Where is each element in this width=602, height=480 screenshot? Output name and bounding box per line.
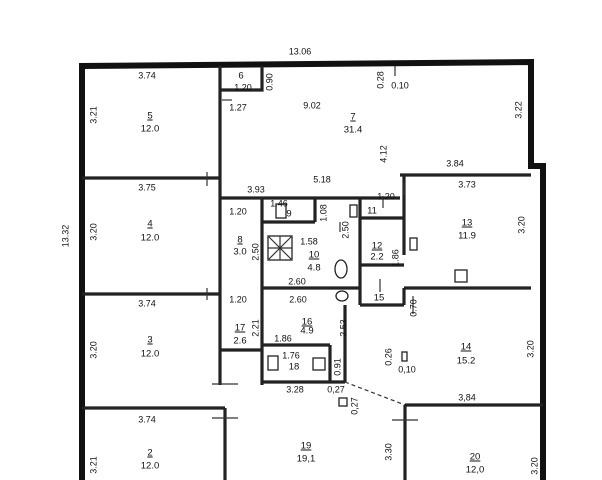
dim-r9-width: 1.46 (270, 198, 288, 209)
dim-r14-height: 3.20 (525, 340, 536, 358)
dim-r4-height: 3.20 (88, 223, 99, 241)
dim-r16-bottom: 1.86 (274, 333, 292, 344)
dim-r20-height: 3.20 (529, 457, 540, 475)
room-2-number: 2 (147, 447, 153, 459)
fixture-12 (409, 237, 418, 251)
dim-r2-width: 3.74 (138, 414, 156, 425)
room-20-area: 12,0 (465, 464, 485, 476)
dim-r8-width: 1.20 (229, 206, 247, 217)
toilet-9 (275, 203, 287, 219)
room-4-number: 4 (147, 218, 153, 230)
dim-r18-height: 0.91 (332, 358, 343, 376)
room-17-area: 2.6 (233, 335, 247, 347)
dim-r3-width: 3.74 (138, 298, 156, 309)
dim-r7-right-bottom: 3.84 (446, 158, 464, 169)
dim-r10-width: 1.58 (300, 236, 318, 247)
dim-r10-bottom: 2.60 (288, 276, 306, 287)
room-17-number: 17 (234, 322, 246, 334)
dim-r7-nib1: 0.28 (375, 71, 386, 89)
room-15-number: 15 (373, 292, 385, 304)
room-4-area: 12.0 (140, 232, 160, 244)
room-14-number: 14 (460, 341, 472, 353)
basin-10 (349, 204, 358, 218)
dim-r19-height: 3.30 (383, 443, 394, 461)
room-16-number: 16 (301, 316, 313, 328)
dim-r6-height: 0.90 (264, 73, 275, 91)
room-6-number: 6 (238, 70, 244, 82)
dim-r13-height: 3.20 (516, 216, 527, 234)
room-3-number: 3 (147, 334, 153, 346)
room-9-number: 9 (286, 208, 292, 220)
dim-r17-width: 1.20 (229, 294, 247, 305)
dim-r5-width: 3.74 (138, 70, 156, 81)
room-19-area: 19,1 (296, 453, 316, 465)
room-11-number: 11 (367, 205, 377, 217)
door-marks (206, 66, 418, 421)
dim-left-total: 13.32 (60, 224, 71, 248)
dim-r9-height: 1.08 (318, 204, 329, 222)
sink-18 (312, 357, 326, 371)
dim-corridor-top: 3.93 (247, 184, 265, 195)
dim-corridor-note2: 0,27 (349, 397, 360, 415)
dim-r14-note2: 0,10 (398, 364, 416, 375)
bathroom-fixtures (267, 203, 468, 407)
dim-r8-height: 2.50 (250, 243, 261, 261)
room-10-area: 4.8 (307, 262, 321, 274)
room-2-area: 12.0 (140, 460, 160, 472)
wall-room-6 (220, 66, 264, 92)
room-13-number: 13 (461, 217, 473, 229)
room-13-area: 11.9 (458, 230, 476, 242)
room-20-number: 20 (469, 451, 481, 463)
room-8-area: 3.0 (233, 246, 247, 258)
room-3-area: 12.0 (140, 348, 160, 360)
opening-line (344, 381, 406, 406)
room-8-number: 8 (237, 234, 243, 246)
dim-r5-height: 3.21 (88, 106, 99, 124)
dim-r7-bottom: 5.18 (313, 174, 331, 185)
stand-13 (454, 269, 468, 283)
dim-r20-width: 3,84 (458, 392, 476, 403)
dim-r14-note1: 0.26 (383, 348, 394, 366)
dim-r12-height: 1.86 (390, 249, 401, 267)
dim-r2-height: 3.21 (88, 456, 99, 474)
dim-r7-right: 3.22 (513, 101, 524, 119)
dim-r3-height: 3.20 (88, 341, 99, 359)
dim-r16-width: 2.60 (289, 294, 307, 305)
dim-corridor-note1: 0,27 (327, 384, 345, 395)
room-14-area: 15.2 (456, 355, 476, 367)
room-18-number: 18 (288, 361, 300, 373)
toilet-10 (334, 259, 348, 279)
dim-r13-width: 3.73 (458, 179, 476, 190)
room-5-number: 5 (147, 110, 153, 122)
dim-r7-left: 1.27 (229, 102, 247, 113)
room-5-area: 12.0 (140, 123, 160, 135)
dim-r7-width: 9.02 (303, 100, 321, 111)
dim-r4-width: 3.75 (138, 182, 156, 193)
toilet-18 (267, 355, 279, 371)
dim-r18-width: 1.76 (282, 350, 300, 361)
dim-r11: 1.20 (377, 191, 395, 202)
dim-top-total: 13.06 (288, 46, 312, 57)
room-12-number: 12 (371, 240, 383, 252)
exterior-wall (79, 58, 546, 480)
dim-r7-mid: 4.12 (378, 145, 389, 163)
sink-16 (335, 290, 349, 302)
dim-r7-nib2: 0.10 (391, 80, 409, 91)
room-7-area: 31.4 (343, 124, 363, 136)
room-10-number: 10 (308, 249, 320, 261)
room-12-area: 2.2 (370, 251, 384, 263)
column-14 (401, 351, 408, 362)
room-19-number: 19 (300, 440, 312, 452)
dim-r15: 0.70 (408, 299, 419, 317)
dim-r10-height: 2.50 (340, 221, 351, 239)
column-19 (338, 397, 348, 407)
dim-r6-width: 1.20 (234, 82, 252, 93)
room-16-area: 4.9 (300, 325, 314, 337)
dim-r16-height: 2.53 (338, 319, 349, 337)
dim-r18-bottom: 3.28 (286, 384, 304, 395)
dim-r17-height: 2.21 (250, 319, 261, 337)
room-7-number: 7 (350, 111, 356, 123)
